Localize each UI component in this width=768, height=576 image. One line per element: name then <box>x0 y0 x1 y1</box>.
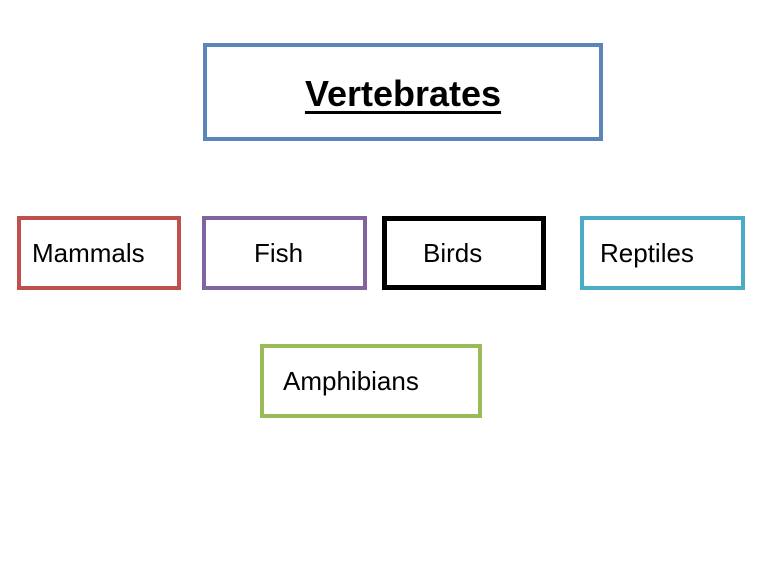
node-label: Amphibians <box>283 365 419 396</box>
node-reptiles: Reptiles <box>580 216 745 290</box>
node-label: Birds <box>423 237 483 268</box>
node-fish: Fish <box>202 216 367 290</box>
node-amphibians: Amphibians <box>260 344 482 418</box>
diagram-title: Vertebrates <box>304 73 502 114</box>
node-label: Fish <box>254 237 304 268</box>
node-birds: Birds <box>382 216 546 290</box>
node-label: Reptiles <box>600 237 694 268</box>
title-box: Vertebrates <box>203 43 603 141</box>
node-label: Mammals <box>32 237 145 268</box>
node-mammals: Mammals <box>17 216 181 290</box>
